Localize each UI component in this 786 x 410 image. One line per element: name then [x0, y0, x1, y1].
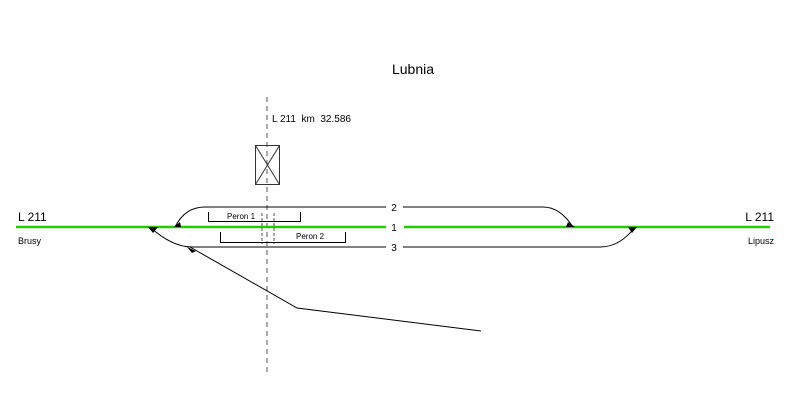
right-destination: Lipusz: [748, 236, 775, 246]
pedestrian-crossing: [261, 213, 275, 244]
left-line-number: L 211: [18, 210, 47, 224]
platform-2: [220, 232, 346, 243]
branch-siding-track: [189, 246, 482, 332]
track-3-number: 3: [391, 243, 397, 254]
track-2: [174, 206, 574, 228]
station-building-icon: [255, 145, 280, 185]
track-2-number: 2: [391, 203, 397, 214]
switch-icon: [187, 247, 196, 253]
station-title: Lubnia: [392, 61, 434, 77]
switch-icon: [566, 222, 575, 227]
switch-icon: [628, 227, 637, 233]
switch-markers: [148, 222, 637, 253]
right-line-number: L 211: [745, 210, 774, 224]
platform-1: [208, 212, 301, 222]
track-1-number: 1: [391, 223, 397, 234]
switch-icon: [148, 227, 158, 233]
switch-icon: [174, 222, 181, 227]
platform-1-label: Peron 1: [227, 212, 256, 221]
left-destination: Brusy: [18, 236, 42, 246]
platform-2-label: Peron 2: [296, 232, 325, 241]
km-label: L 211 km 32.586: [272, 114, 351, 125]
